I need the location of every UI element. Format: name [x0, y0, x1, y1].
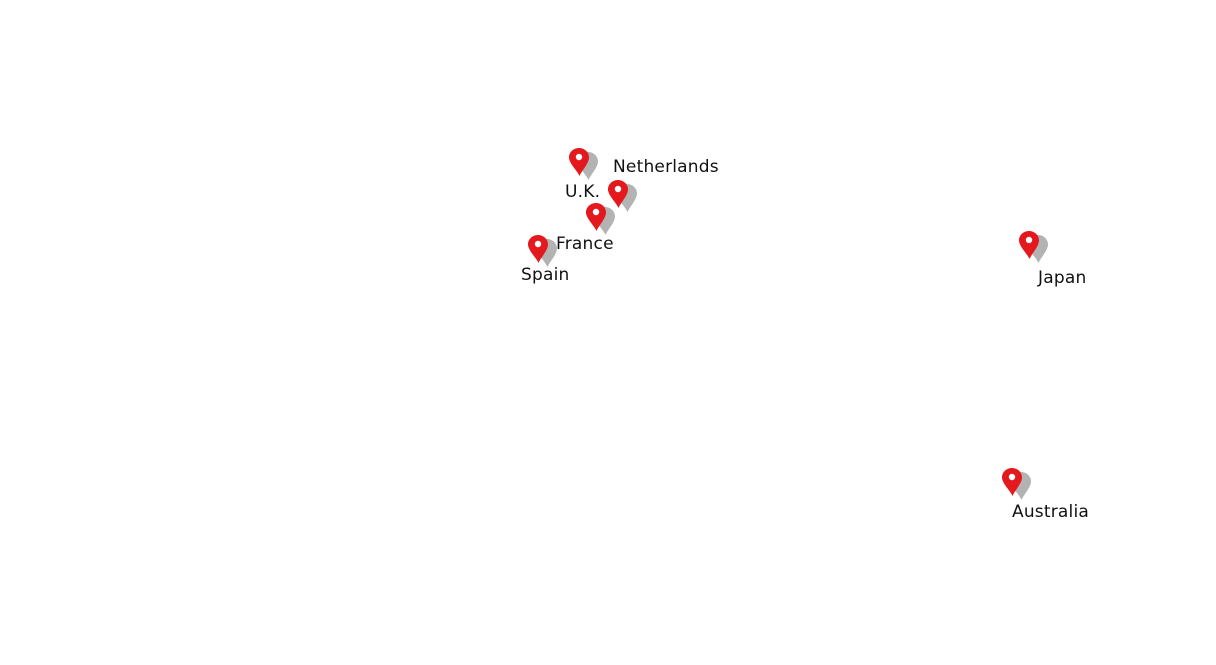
map-pin-icon[interactable]: [566, 146, 600, 180]
location-label-spain: Spain: [521, 265, 570, 285]
location-label-japan: Japan: [1038, 268, 1087, 288]
location-label-uk: U.K.: [565, 182, 601, 202]
location-label-australia: Australia: [1012, 502, 1089, 522]
location-label-netherlands: Netherlands: [613, 157, 719, 177]
location-label-france: France: [556, 234, 614, 254]
map-pin-icon[interactable]: [1016, 229, 1050, 263]
map-pin-icon[interactable]: [999, 466, 1033, 500]
map-pin-icon[interactable]: [525, 233, 559, 267]
map-pin-icon[interactable]: [583, 201, 617, 235]
map-pin-icon[interactable]: [605, 178, 639, 212]
